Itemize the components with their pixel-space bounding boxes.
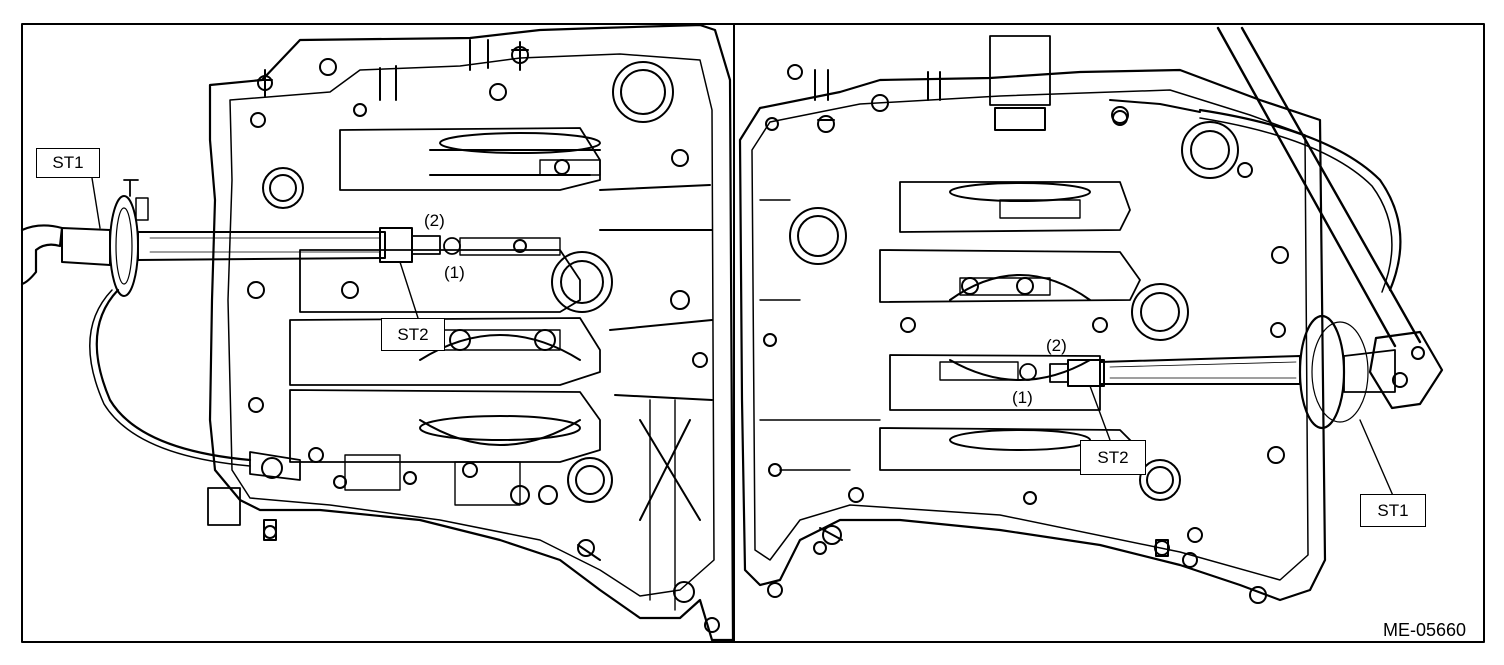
right-callout-1: (1) xyxy=(1012,388,1033,407)
left-engine-block xyxy=(207,23,735,642)
left-st1-leader xyxy=(91,177,101,229)
left-callout-2: (2) xyxy=(424,211,445,230)
right-st2-label: ST2 xyxy=(1080,440,1146,475)
left-st1-label: ST1 xyxy=(36,148,100,178)
right-socket-st2 xyxy=(939,359,1111,441)
left-st2-label: ST2 xyxy=(381,318,445,351)
right-st1-leader xyxy=(1359,419,1395,499)
left-callout-1: (1) xyxy=(444,263,465,282)
left-socket-st2 xyxy=(379,227,561,319)
figure-code: ME-05660 xyxy=(1383,620,1467,640)
figure-frame xyxy=(21,23,1485,643)
left-torque-angle-gauge xyxy=(20,179,386,481)
right-st1-label: ST1 xyxy=(1360,494,1426,527)
right-engine-block xyxy=(738,35,1327,604)
right-torque-angle-gauge xyxy=(1099,26,1444,430)
right-callout-2: (2) xyxy=(1046,336,1067,355)
